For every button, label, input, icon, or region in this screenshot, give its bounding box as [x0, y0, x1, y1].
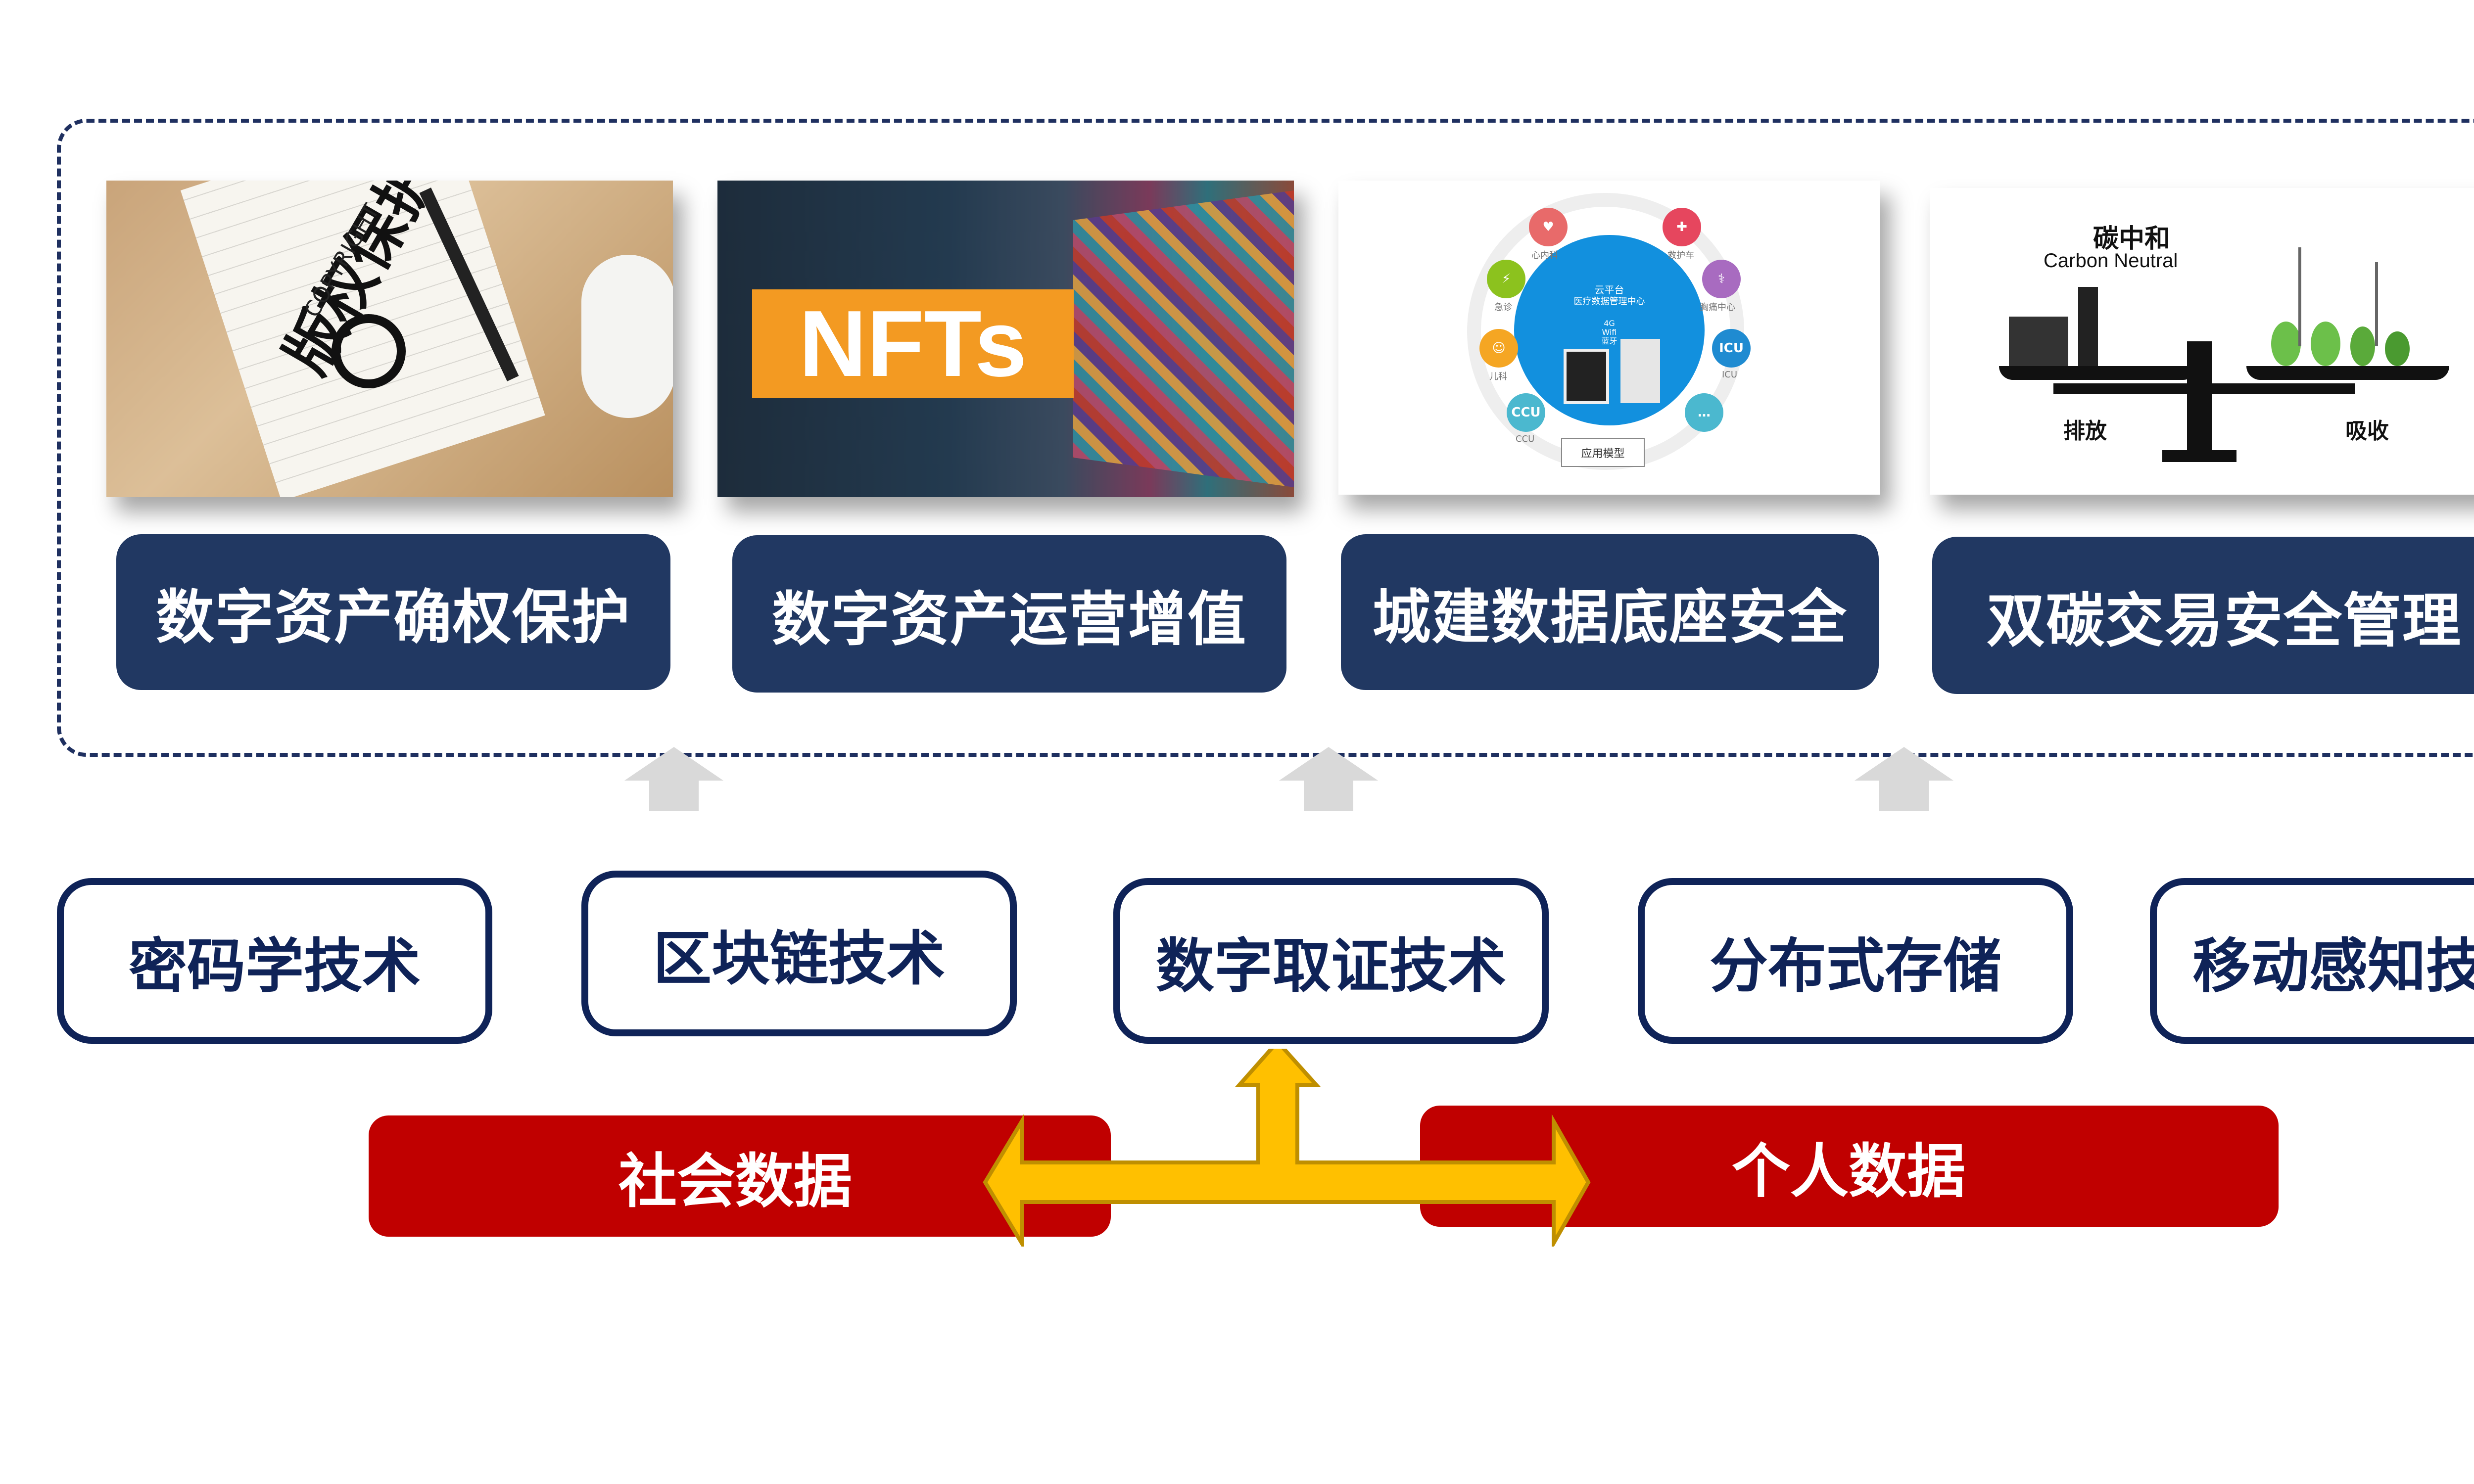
node-label: ICU	[1722, 370, 1738, 380]
node-label: 儿科	[1489, 371, 1507, 382]
tree-icon	[2271, 322, 2301, 366]
emission-tray	[1999, 366, 2197, 380]
oil-derrick-icon	[2078, 287, 2098, 371]
absorption-label: 吸收	[2345, 418, 2389, 444]
nft-title: NFTs	[752, 289, 1074, 398]
node-label: CCU	[1516, 434, 1535, 444]
tech-distributed-storage: 分布式存储	[1638, 878, 2073, 1044]
node-label: 救护车	[1667, 250, 1694, 261]
nft-mosaic-graphic	[1073, 190, 1294, 487]
more-node-icon: …	[1685, 393, 1723, 432]
emission-label: 排放	[2063, 418, 2107, 444]
tree-icon	[2350, 326, 2375, 366]
applications-container	[57, 119, 2474, 757]
factory-icon	[2009, 317, 2068, 371]
wind-turbine-icon	[2298, 247, 2301, 346]
tree-icon	[2385, 331, 2410, 366]
wind-turbine-icon	[2375, 262, 2378, 346]
device-right-icon	[1620, 339, 1660, 403]
connectivity-list: 4G Wifi 蓝牙	[1514, 319, 1705, 346]
app-label-city-data: 城建数据底座安全	[1341, 534, 1879, 690]
app-label-asset-operations: 数字资产运营增值	[732, 535, 1286, 693]
nft-image: NFTs	[717, 181, 1294, 497]
mouse-graphic	[581, 255, 673, 418]
node-label: 急诊	[1494, 302, 1512, 313]
tech-cryptography: 密码学技术	[57, 878, 492, 1044]
copyright-protection-image: 版权保护 COPYRIGHT	[106, 181, 673, 497]
cloud-platform-subtitle: 医疗数据管理中心	[1573, 296, 1645, 307]
node-label: 心内科	[1531, 250, 1558, 261]
connectivity-wifi: Wifi	[1602, 327, 1617, 337]
ambulance-node-icon: ✚	[1663, 208, 1701, 246]
connectivity-4g: 4G	[1604, 319, 1615, 328]
tree-icon	[2311, 322, 2340, 366]
scale-post	[2187, 341, 2212, 455]
emergency-node-icon: ⚡	[1487, 260, 1525, 298]
icu-node-icon: ICU	[1712, 329, 1751, 368]
pediatrics-node-icon: ☺	[1479, 329, 1518, 368]
carbon-title: 碳中和	[2093, 224, 2171, 254]
application-model-box: 应用模型	[1561, 438, 1645, 467]
node-label: 胸痛中心	[1700, 302, 1735, 313]
arrow-up-icon	[624, 747, 723, 811]
app-label-asset-rights: 数字资产确权保护	[116, 534, 670, 690]
arrow-up-icon	[1279, 747, 1378, 811]
data-platform-diagram-image: 云平台 医疗数据管理中心 4G Wifi 蓝牙 ♥ 心内科 ✚ 救护车 ⚡ 急诊…	[1338, 181, 1880, 495]
cloud-platform-circle: 云平台 医疗数据管理中心 4G Wifi 蓝牙	[1514, 235, 1705, 425]
copyright-symbol-icon	[332, 314, 406, 388]
carbon-subtitle: Carbon Neutral	[2044, 250, 2178, 272]
tech-mobile-sensing: 移动感知技术	[2150, 878, 2474, 1044]
chest-node-icon: ⚕	[1702, 260, 1741, 298]
ccu-node-icon: CCU	[1507, 393, 1545, 432]
heart-node-icon: ♥	[1529, 208, 1568, 246]
carbon-neutral-image: 碳中和 Carbon Neutral 排放 吸收	[1930, 188, 2474, 495]
device-left-icon	[1564, 349, 1609, 404]
scale-base	[2162, 450, 2236, 462]
arrow-up-icon	[1855, 747, 1953, 811]
app-label-carbon-trading: 双碳交易安全管理	[1932, 537, 2474, 694]
data-flow-arrow-icon	[983, 1049, 1591, 1247]
tech-blockchain: 区块链技术	[581, 871, 1017, 1036]
absorption-tray	[2246, 366, 2449, 380]
tech-digital-forensics: 数字取证技术	[1113, 878, 1549, 1044]
connectivity-bluetooth: 蓝牙	[1601, 336, 1618, 346]
cloud-platform-title: 云平台	[1594, 284, 1624, 296]
